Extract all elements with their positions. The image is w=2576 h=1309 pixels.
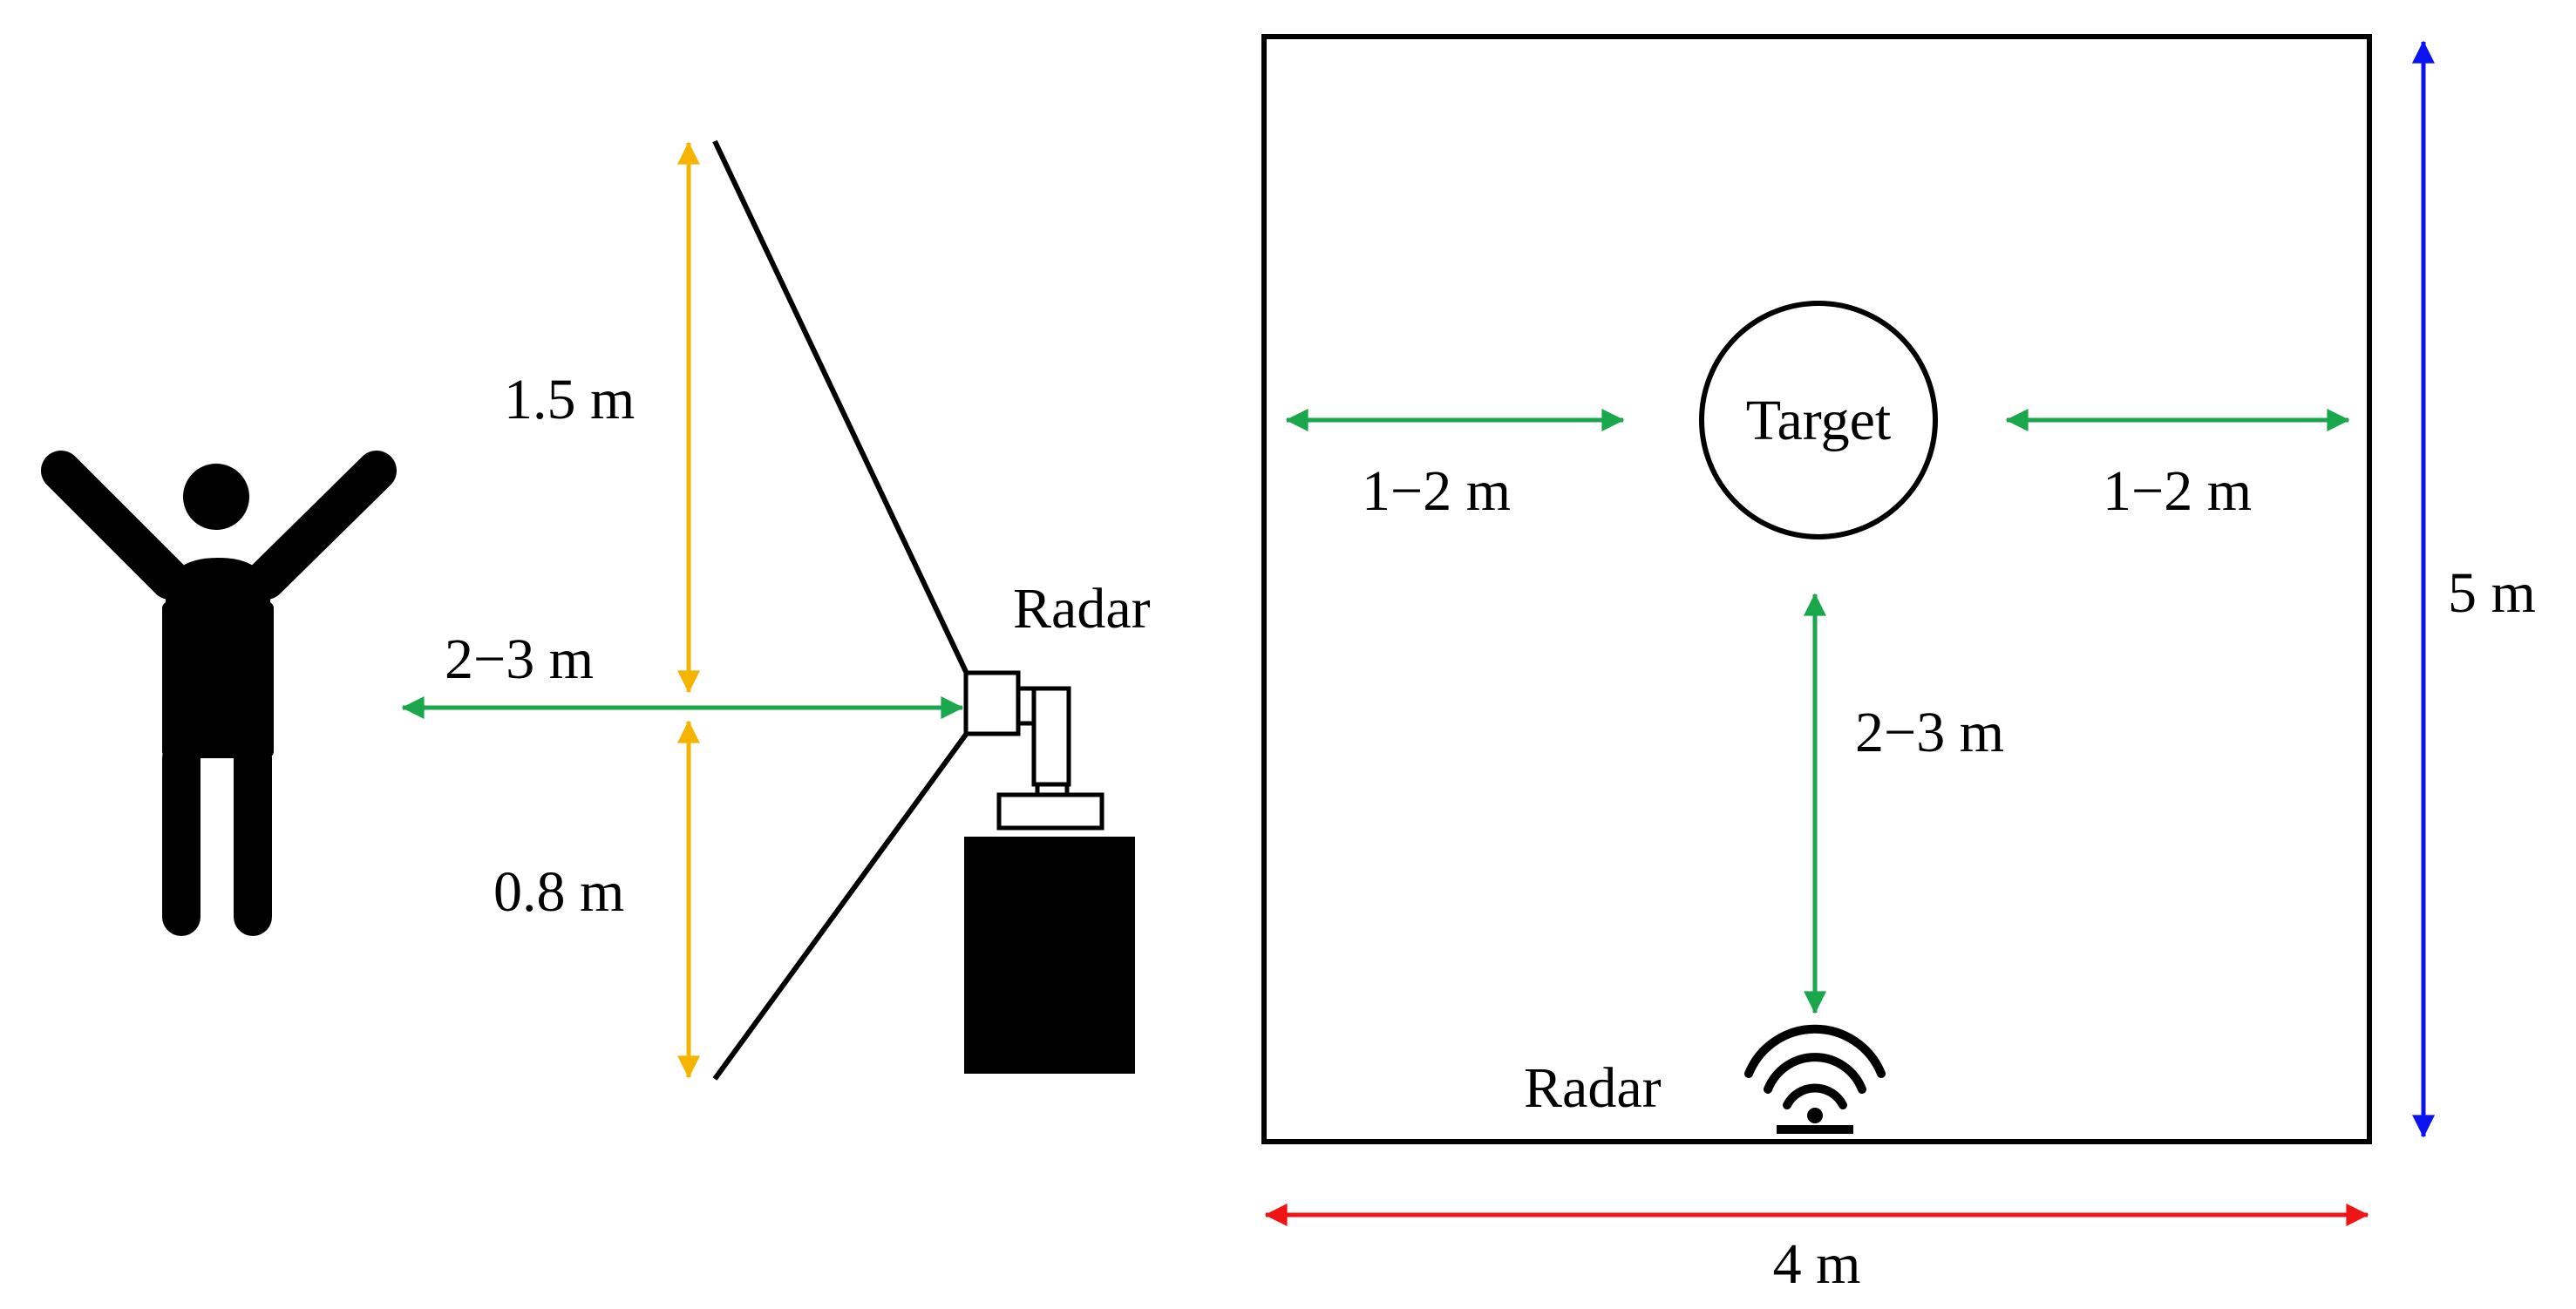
left-offset-label: 1−2 m [1362,459,1511,523]
right-offset-label: 1−2 m [2103,459,2252,523]
person-arms-raised-icon [41,451,397,936]
top-view: Target 1−2 m 1−2 m 2−3 m Radar 5 m 4 m [1261,34,2536,1296]
target-circle [1699,301,1938,539]
person-radar-distance-label: 2−3 m [445,627,594,691]
room-length-label: 5 m [2448,561,2536,625]
radar-beam-lines [712,139,970,1081]
radar-target-distance-label: 2−3 m [1855,701,2004,764]
lower-height-label: 0.8 m [493,860,624,924]
side-view: 1.5 m 0.8 m 2−3 m Radar [41,139,1151,1081]
upper-height-label: 1.5 m [504,368,635,431]
radar-wave-icon [1744,1024,1886,1134]
top-radar-label: Radar [1524,1056,1662,1120]
room-outline [1261,34,2372,1144]
room-width-label: 4 m [1773,1232,1861,1296]
radar-on-stand-icon [963,670,1135,1074]
side-radar-label: Radar [1013,577,1151,641]
target-label: Target [1746,389,1891,452]
